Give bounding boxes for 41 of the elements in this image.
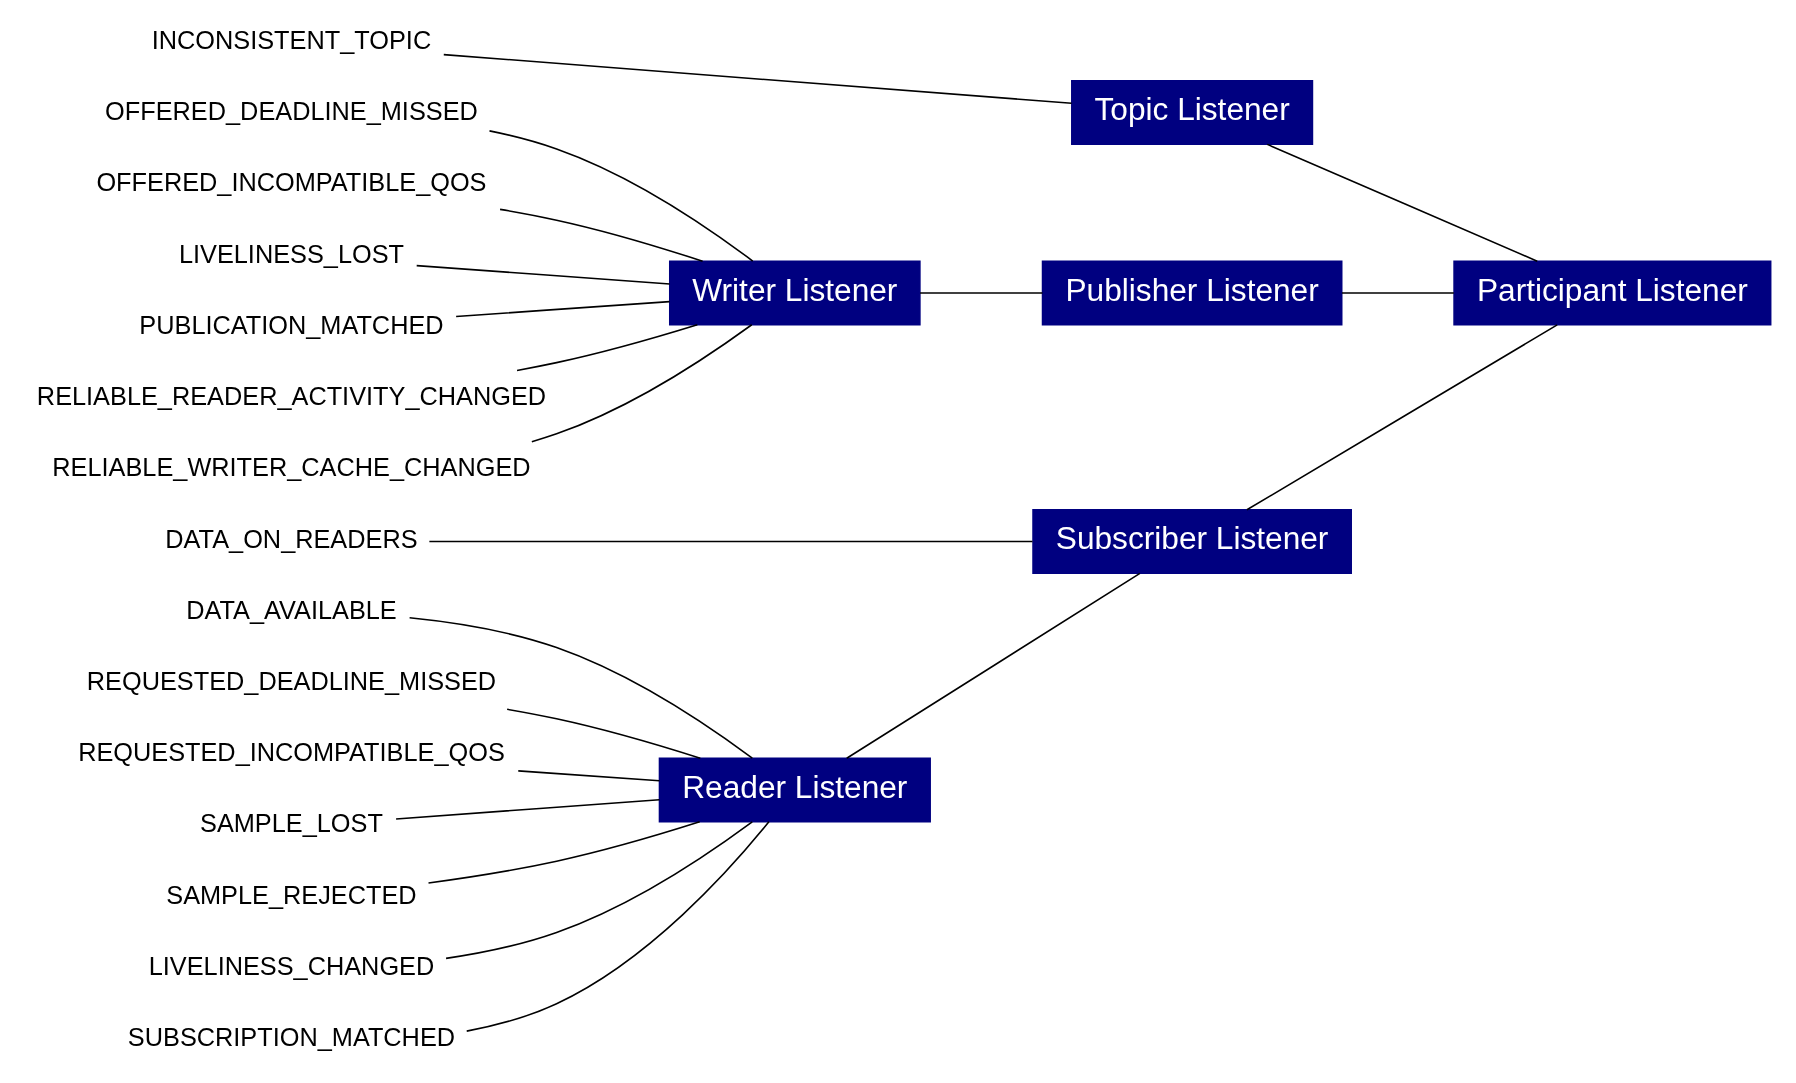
node-text: RELIABLE_WRITER_CACHE_CHANGED <box>51 453 531 482</box>
node-text: OFFERED_INCOMPATIBLE_QOS <box>95 168 486 197</box>
node-box: Subscriber Listener <box>1031 509 1352 574</box>
connector <box>444 821 753 960</box>
node-text: DATA_ON_READERS <box>164 524 418 553</box>
node-box: Topic Listener <box>1070 80 1313 145</box>
connector <box>918 292 1043 294</box>
node-text: LIVELINESS_CHANGED <box>148 951 434 980</box>
connector <box>465 821 770 1032</box>
node-text: REQUESTED_INCOMPATIBLE_QOS <box>77 738 505 767</box>
connector <box>498 208 703 262</box>
node-box: Writer Listener <box>668 260 921 326</box>
connector <box>394 798 660 820</box>
node-box: Publisher Listener <box>1041 260 1342 326</box>
node-text: SAMPLE_REJECTED <box>165 880 417 909</box>
node-text: REQUESTED_DEADLINE_MISSED <box>86 666 496 695</box>
connector <box>1340 292 1455 294</box>
connector <box>428 540 1033 543</box>
node-text: DATA_AVAILABLE <box>185 595 397 624</box>
connector <box>515 323 698 372</box>
connector <box>454 300 670 318</box>
connector <box>845 572 1141 760</box>
connector <box>442 53 1072 105</box>
connector <box>1266 143 1538 262</box>
connector <box>488 130 754 262</box>
node-text: SUBSCRIPTION_MATCHED <box>127 1023 455 1052</box>
node-text: LIVELINESS_LOST <box>178 239 404 268</box>
connector <box>530 323 753 443</box>
node-text: PUBLICATION_MATCHED <box>138 310 444 339</box>
connector <box>415 264 670 285</box>
node-text: SAMPLE_LOST <box>199 809 383 838</box>
connector <box>1245 324 1558 511</box>
connector <box>408 617 753 759</box>
node-box: Reader Listener <box>658 757 931 823</box>
connector <box>427 821 700 884</box>
connector <box>505 708 701 760</box>
node-text: RELIABLE_READER_ACTIVITY_CHANGED <box>36 382 546 411</box>
node-box: Participant Listener <box>1452 260 1771 326</box>
node-text: INCONSISTENT_TOPIC <box>151 25 431 54</box>
connector <box>516 770 660 782</box>
node-text: OFFERED_DEADLINE_MISSED <box>104 97 478 126</box>
